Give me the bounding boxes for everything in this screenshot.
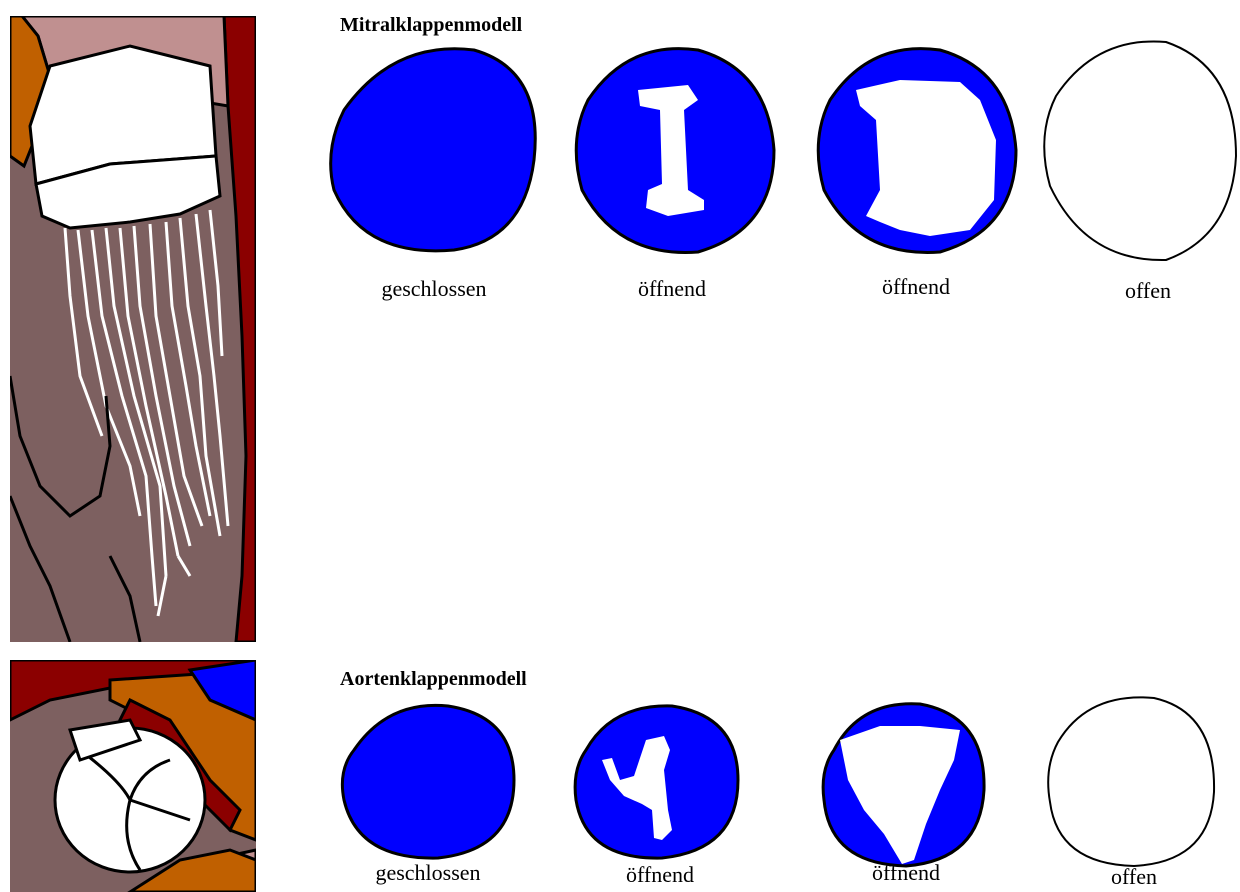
aortic-state-label-opening-1: öffnend [626,862,694,888]
mitral-valve-opening-2 [810,40,1022,260]
aortic-state-label-closed: geschlossen [375,860,480,886]
aortic-state-label-open: offen [1111,864,1157,890]
aortic-valve-opening-1 [572,700,744,864]
aortic-section-title: Aortenklappenmodell [340,668,527,691]
aortic-state-label-opening-2: öffnend [872,860,940,886]
aortic-anatomy-illustration [10,660,256,892]
mitral-state-label-open: offen [1125,278,1171,304]
mitral-state-label-closed: geschlossen [381,276,486,302]
mitral-state-label-opening-2: öffnend [882,274,950,300]
aortic-valve-opening-2 [820,700,988,870]
mitral-section-title: Mitralklappenmodell [340,14,522,37]
aortic-valve-open [1044,692,1220,872]
mitral-valve-closed [324,40,544,260]
mitral-anatomy-illustration [10,16,256,642]
aortic-valve-closed [338,700,522,864]
mitral-state-label-opening-1: öffnend [638,276,706,302]
mitral-valve-open [1036,36,1240,266]
mitral-valve-opening-1 [568,40,780,260]
